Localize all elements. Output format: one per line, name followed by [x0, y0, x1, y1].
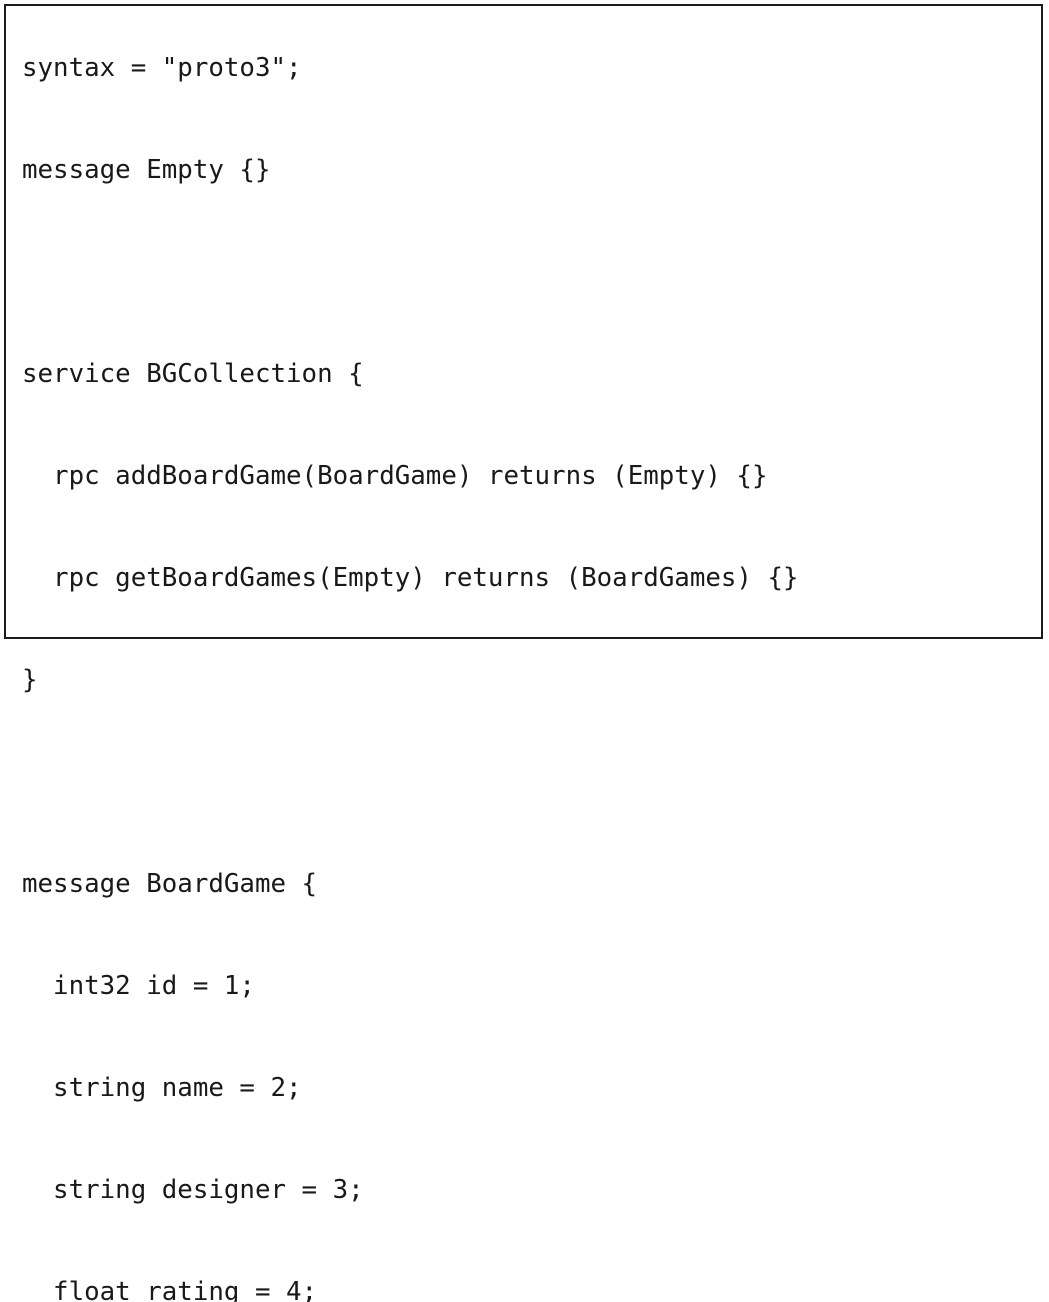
code-line: syntax = "proto3"; [22, 53, 302, 83]
code-line: message BoardGame { [22, 869, 318, 899]
code-line: string designer = 3; [22, 1175, 364, 1205]
code-line-blank [22, 255, 1041, 289]
code-line: rpc addBoardGame(BoardGame) returns (Emp… [22, 461, 768, 491]
code-listing-frame: syntax = "proto3"; message Empty {} serv… [4, 4, 1043, 1302]
protobuf-code-block[interactable]: syntax = "proto3"; message Empty {} serv… [22, 17, 1041, 1302]
code-line: int32 id = 1; [22, 971, 255, 1001]
code-line: string name = 2; [22, 1073, 302, 1103]
code-line: } [22, 665, 38, 695]
code-line: service BGCollection { [22, 359, 364, 389]
code-line: rpc getBoardGames(Empty) returns (BoardG… [22, 563, 799, 593]
code-line: message Empty {} [22, 155, 271, 185]
code-line-blank [22, 765, 1041, 799]
code-line: float rating = 4; [22, 1277, 318, 1302]
